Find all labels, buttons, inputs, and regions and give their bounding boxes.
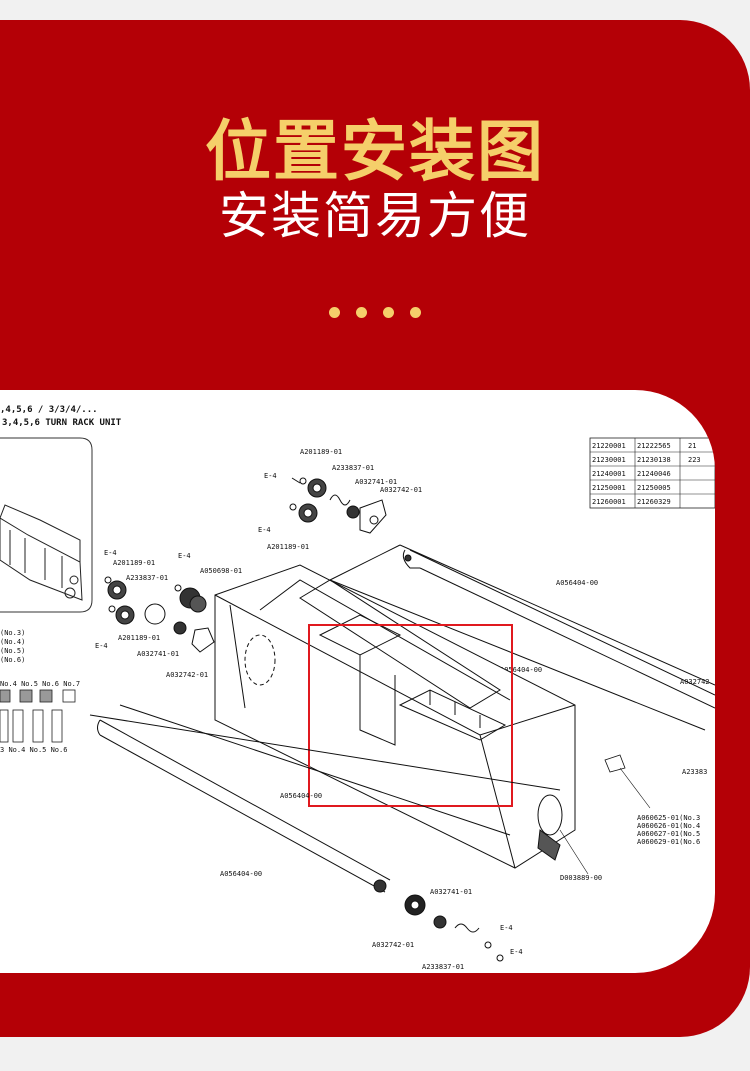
svg-text:21250001: 21250001 <box>592 484 626 492</box>
svg-text:A060626-01(No.4: A060626-01(No.4 <box>637 822 700 830</box>
svg-text:A050698-01: A050698-01 <box>200 567 242 575</box>
svg-text:A056404-00: A056404-00 <box>500 666 542 674</box>
svg-text:E-4: E-4 <box>104 549 117 557</box>
inset-label-no3: (No.3) <box>0 629 25 637</box>
svg-text:E-4: E-4 <box>258 526 271 534</box>
svg-text:21260329: 21260329 <box>637 498 671 506</box>
dot-indicator <box>0 303 750 322</box>
svg-text:21260001: 21260001 <box>592 498 626 506</box>
svg-text:21: 21 <box>688 442 696 450</box>
page-title: 位置安装图 <box>205 113 545 190</box>
no-row-swatches <box>0 689 76 703</box>
no-row-cards <box>0 709 63 743</box>
svg-text:A056404-00: A056404-00 <box>220 870 262 878</box>
svg-text:A233837-01: A233837-01 <box>332 464 374 472</box>
card-slot <box>604 754 626 773</box>
page-subtitle: 安装简易方便 <box>219 187 531 245</box>
svg-text:21230001: 21230001 <box>592 456 626 464</box>
svg-text:E-4: E-4 <box>510 948 523 956</box>
diagram-header-0: ,4,5,6 / 3/3/4/... <box>0 405 98 415</box>
inset-frame <box>0 437 93 613</box>
dot-4 <box>410 307 421 318</box>
svg-text:21240046: 21240046 <box>637 470 671 478</box>
diagram-panel: ,4,5,6 / 3/3/4/... 3,4,5,6 TURN RACK UNI… <box>0 390 715 973</box>
svg-text:A233837-01: A233837-01 <box>126 574 168 582</box>
no-row-bottom: 3 No.4 No.5 No.6 <box>0 746 67 754</box>
svg-text:A056404-00: A056404-00 <box>280 792 322 800</box>
svg-text:A032742-01: A032742-01 <box>380 486 422 494</box>
lower-roller <box>89 704 561 962</box>
svg-text:A201189-01: A201189-01 <box>267 543 309 551</box>
red-card-background: 位置安装图 安装简易方便 ,4,5,6 / 3/3/4/... 3,4,5,6 … <box>0 20 750 1037</box>
inset-label-no4: (No.4) <box>0 638 25 646</box>
svg-text:A201189-01: A201189-01 <box>113 559 155 567</box>
svg-text:21220001: 21220001 <box>592 442 626 450</box>
inset-rack-drawing <box>0 504 83 601</box>
svg-text:A032742-01: A032742-01 <box>166 671 208 679</box>
diagram-header: 3,4,5,6 TURN RACK UNIT <box>2 418 122 428</box>
highlight-box <box>308 624 513 807</box>
svg-text:A032741-01: A032741-01 <box>137 650 179 658</box>
svg-text:E-4: E-4 <box>500 924 513 932</box>
svg-text:223: 223 <box>688 456 701 464</box>
svg-text:A233837-01: A233837-01 <box>422 963 464 971</box>
svg-text:A032742-01: A032742-01 <box>372 941 414 949</box>
dot-2 <box>356 307 367 318</box>
no-row-top: No.4 No.5 No.6 No.7 <box>0 680 80 688</box>
svg-text:21240001: 21240001 <box>592 470 626 478</box>
svg-text:A060629-01(No.6: A060629-01(No.6 <box>637 838 700 846</box>
main-rack-body <box>214 564 576 869</box>
svg-text:E-4: E-4 <box>178 552 191 560</box>
svg-text:A032742: A032742 <box>680 678 710 686</box>
upper-roller <box>329 544 715 731</box>
serial-table: 21220001 21222565 21 21230001 21230138 2… <box>589 437 715 509</box>
svg-text:A201189-01: A201189-01 <box>118 634 160 642</box>
svg-text:21222565: 21222565 <box>637 442 671 450</box>
svg-text:A201189-01: A201189-01 <box>300 448 342 456</box>
inset-label-no6: (No.6) <box>0 656 25 664</box>
svg-text:A23383: A23383 <box>682 768 707 776</box>
dot-3 <box>383 307 394 318</box>
svg-text:E-4: E-4 <box>264 472 277 480</box>
exploded-diagram: ,4,5,6 / 3/3/4/... 3,4,5,6 TURN RACK UNI… <box>0 405 715 971</box>
top-gear-cluster <box>289 477 387 534</box>
svg-text:21230138: 21230138 <box>637 456 671 464</box>
svg-text:A056404-00: A056404-00 <box>556 579 598 587</box>
svg-text:E-4: E-4 <box>95 642 108 650</box>
left-gear-cluster <box>104 576 215 653</box>
svg-text:A060627-01(No.5: A060627-01(No.5 <box>637 830 700 838</box>
svg-text:A060625-01(No.3: A060625-01(No.3 <box>637 814 700 822</box>
inset-label-no5: (No.5) <box>0 647 25 655</box>
svg-text:A032741-01: A032741-01 <box>355 478 397 486</box>
svg-text:D003889-00: D003889-00 <box>560 874 602 882</box>
svg-text:A032741-01: A032741-01 <box>430 888 472 896</box>
dot-1 <box>329 307 340 318</box>
svg-text:21250005: 21250005 <box>637 484 671 492</box>
